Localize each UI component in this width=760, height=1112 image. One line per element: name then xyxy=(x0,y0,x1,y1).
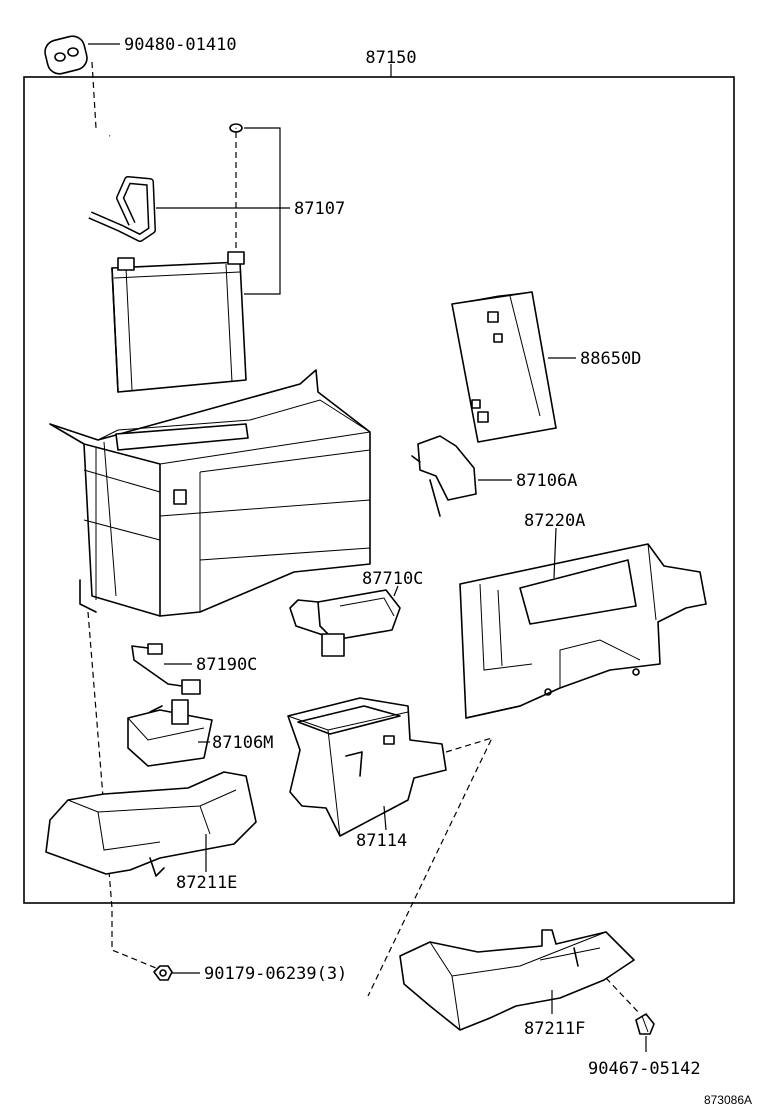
bracket-87107 xyxy=(244,127,281,295)
tube-lower-part xyxy=(88,176,156,242)
assembly-frame xyxy=(23,76,735,904)
duct-87211F-part xyxy=(399,929,635,1031)
label-87114: 87114 xyxy=(356,831,407,851)
dash-screw xyxy=(87,611,157,969)
nut-part xyxy=(153,965,173,981)
leader-87220A xyxy=(553,527,557,579)
label-87211F: 87211F xyxy=(524,1019,585,1039)
tube-upper-part xyxy=(108,97,243,153)
dash-clip xyxy=(605,977,641,1015)
label-87710C: 87710C xyxy=(362,569,423,589)
label-90179-06239: 90179-06239(3) xyxy=(204,964,347,984)
duct-87220A-part xyxy=(459,543,707,719)
label-87106A: 87106A xyxy=(516,471,577,491)
reference-code: 873086A xyxy=(704,1093,752,1107)
label-90480-01410: 90480-01410 xyxy=(124,35,237,55)
leader-87114 xyxy=(383,805,387,831)
servo-upper-part xyxy=(411,435,477,517)
label-87107: 87107 xyxy=(294,199,345,219)
dash-gasket xyxy=(91,61,97,129)
label-87211E: 87211E xyxy=(176,873,237,893)
assembly-label: 87150 xyxy=(365,48,416,68)
servo-lower-part xyxy=(127,699,213,767)
harness-87190C-part xyxy=(131,643,201,695)
label-88650D: 88650D xyxy=(580,349,641,369)
evaporator-core-part xyxy=(111,251,247,393)
label-87190C: 87190C xyxy=(196,655,257,675)
case-87114-part xyxy=(287,697,447,837)
duct-87211E-part xyxy=(45,771,257,877)
sensor-87710C-part xyxy=(289,589,401,657)
label-87106M: 87106M xyxy=(212,733,273,753)
label-87220A: 87220A xyxy=(524,511,585,531)
label-90467-05142: 90467-05142 xyxy=(588,1059,701,1079)
leader-87710C xyxy=(393,585,399,597)
evaporator-housing-part xyxy=(49,369,371,617)
clip-part xyxy=(635,1013,655,1035)
amplifier-part xyxy=(451,291,557,443)
gasket-part xyxy=(44,35,88,75)
